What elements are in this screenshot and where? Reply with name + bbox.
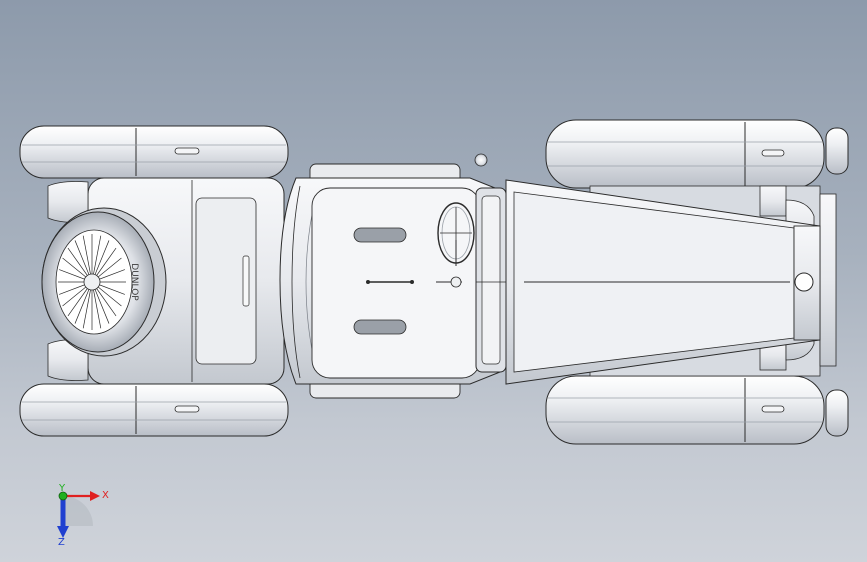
x-axis-label: X <box>102 490 109 501</box>
mirror <box>474 153 488 167</box>
z-axis-label: Z <box>58 537 65 548</box>
radiator-cap <box>794 272 814 292</box>
seat-vent-bottom <box>353 319 407 335</box>
tire-brand-text: DUNLOP <box>129 263 139 301</box>
bonnet[interactable] <box>505 179 821 385</box>
y-axis-label: Y <box>58 483 66 494</box>
steering-wheel[interactable] <box>437 202 475 266</box>
windscreen[interactable] <box>474 153 507 373</box>
rear-fender-top[interactable] <box>19 125 289 179</box>
spare-wheel[interactable]: DUNLOP <box>41 207 167 357</box>
front-fender-bottom[interactable] <box>545 375 849 445</box>
y-axis-dot <box>58 491 68 501</box>
seat-vent-top <box>353 227 407 243</box>
cockpit[interactable] <box>279 163 501 399</box>
front-fender-top[interactable] <box>545 119 849 189</box>
orientation-triad[interactable]: X Y Z <box>57 483 109 548</box>
rear-fender-bottom[interactable] <box>19 383 289 437</box>
